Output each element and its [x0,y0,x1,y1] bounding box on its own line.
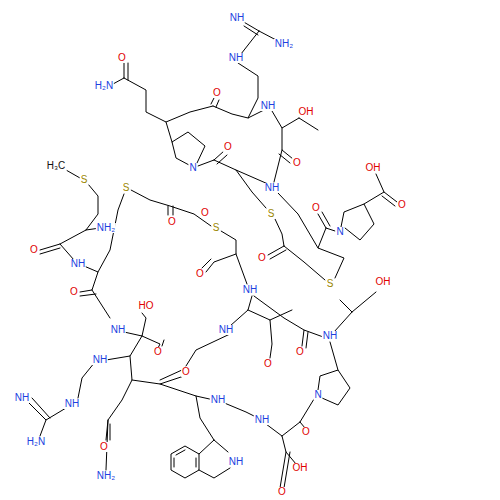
bond-path [272,111,318,182]
atom-label: NH [260,101,276,111]
atom-label: H₂N [26,437,46,447]
bond-path [92,290,164,348]
bond-path [186,292,376,366]
atom-label: H₂N [94,81,114,91]
atom-label: NH [322,331,338,341]
atom-label: O [117,53,127,63]
atom-label: NH [218,325,234,335]
atom-label: N [313,390,322,400]
atom-label: OH [292,463,309,473]
bond-path [172,132,268,208]
atom-label: O [311,203,321,213]
atom-label: NH [254,415,270,425]
atom-label: O [69,287,79,297]
atom-label: NH [14,393,30,403]
atom-label: O [263,359,273,369]
atom-label: S [212,223,221,233]
atom-label: O [292,158,302,168]
bond-path [268,219,325,280]
bond-lines [28,21,397,488]
atom-label: O [167,217,177,227]
atom-label: O [195,269,205,279]
atom-label: NH [110,325,126,335]
atom-label: O [200,208,210,218]
bond-path [113,63,248,142]
atom-label: NH [64,399,80,409]
atom-label: S [267,209,276,219]
bond-path [341,174,397,240]
atom-label: O [257,253,267,263]
atom-label: OH [298,107,315,117]
atom-label: O [301,427,311,437]
atom-label: O [295,347,305,357]
atom-label: S [122,183,131,193]
atom-label: NH₂ [96,471,116,481]
bond-path [28,336,142,436]
atom-label: NH [70,259,86,269]
atom-label: H₃C [46,161,67,171]
atom-label: O [277,487,287,497]
bond-path [106,356,132,470]
bond-path [300,342,350,428]
atom-label: NH [242,285,258,295]
atom-label: OH [365,163,382,173]
bond-path [238,21,278,118]
atom-label: NH₂ [96,223,116,233]
atom-label: O [212,88,222,98]
bond-path [222,402,300,488]
bond-path [40,170,100,260]
atom-label: NH [229,13,245,23]
atom-label: O [397,200,407,210]
atom-label: OH [375,277,392,287]
atom-label: O [99,442,109,452]
atom-label: O [223,142,233,152]
atom-label: N [188,163,197,173]
atom-label: N [335,227,344,237]
atom-label: S [326,279,335,289]
bond-path [80,190,247,296]
atom-label: NH [228,457,244,467]
bond-path [132,370,230,478]
atom-label: NH [210,395,226,405]
atom-label: NH [228,53,244,63]
atom-label: NH [92,355,108,365]
atom-label: O [153,347,163,357]
atom-label: NH₂ [274,39,294,49]
atom-label: O [29,245,39,255]
atom-label: O [181,367,191,377]
atom-label: HO [138,301,155,311]
atom-label: S [80,175,89,185]
bond-path [278,193,344,278]
atom-label: NH [264,183,280,193]
